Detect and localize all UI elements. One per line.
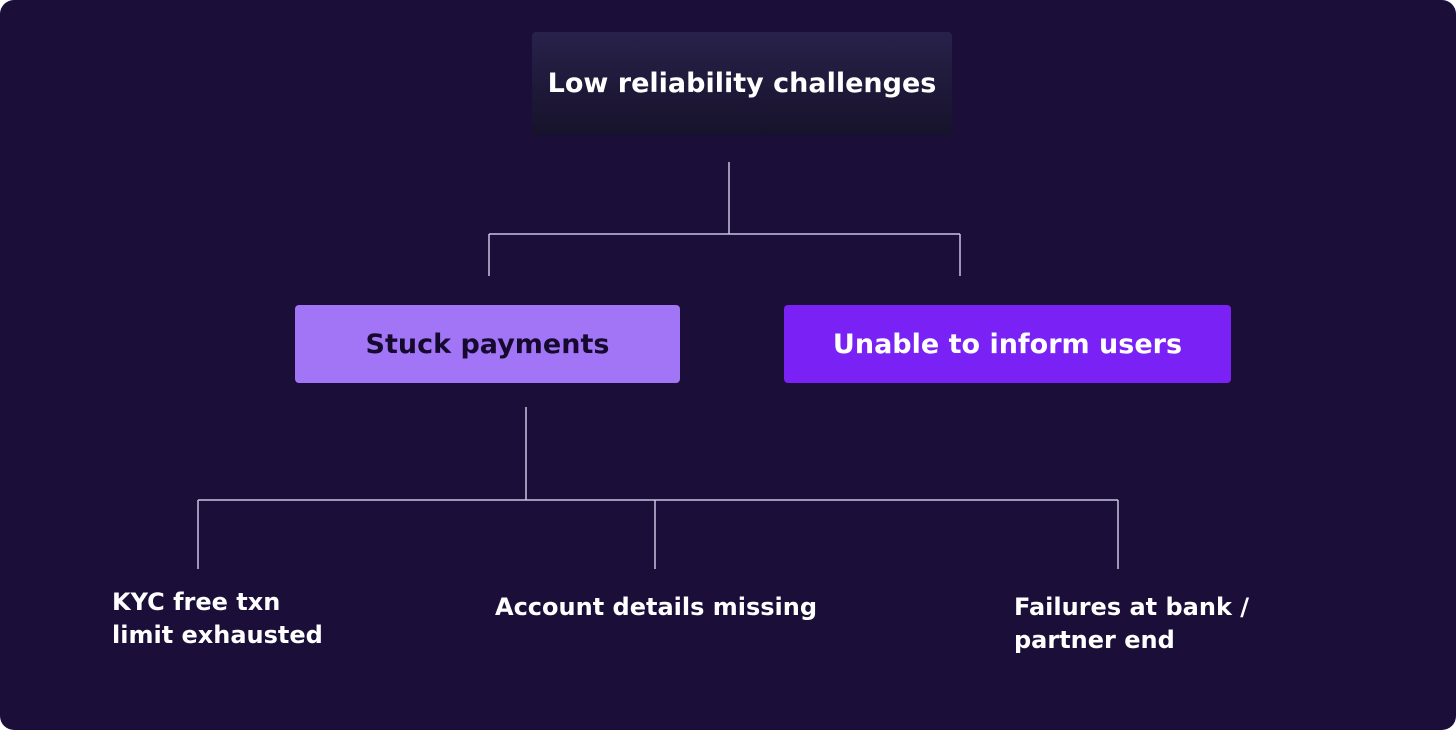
node-stuck-payments: Stuck payments bbox=[295, 305, 680, 383]
leaf-account-details-missing: Account details missing bbox=[495, 591, 817, 624]
leaf-kyc-line-1: KYC free txn bbox=[112, 588, 281, 616]
root-node-label: Low reliability challenges bbox=[547, 68, 937, 99]
leaf-account-line-1: Account details missing bbox=[495, 593, 818, 621]
node-unable-to-inform-users-label: Unable to inform users bbox=[832, 328, 1183, 360]
leaf-failures-line-2: partner end bbox=[1014, 626, 1175, 654]
leaf-kyc-line-2: limit exhausted bbox=[112, 621, 323, 649]
node-stuck-payments-label: Stuck payments bbox=[365, 328, 610, 360]
leaf-failures-line-1: Failures at bank / bbox=[1014, 593, 1250, 621]
node-unable-to-inform-users: Unable to inform users bbox=[784, 305, 1231, 383]
root-node: Low reliability challenges bbox=[532, 32, 952, 135]
leaf-kyc-limit-exhausted: KYC free txn limit exhausted bbox=[112, 586, 323, 652]
leaf-failures-at-bank: Failures at bank / partner end bbox=[1014, 591, 1249, 657]
